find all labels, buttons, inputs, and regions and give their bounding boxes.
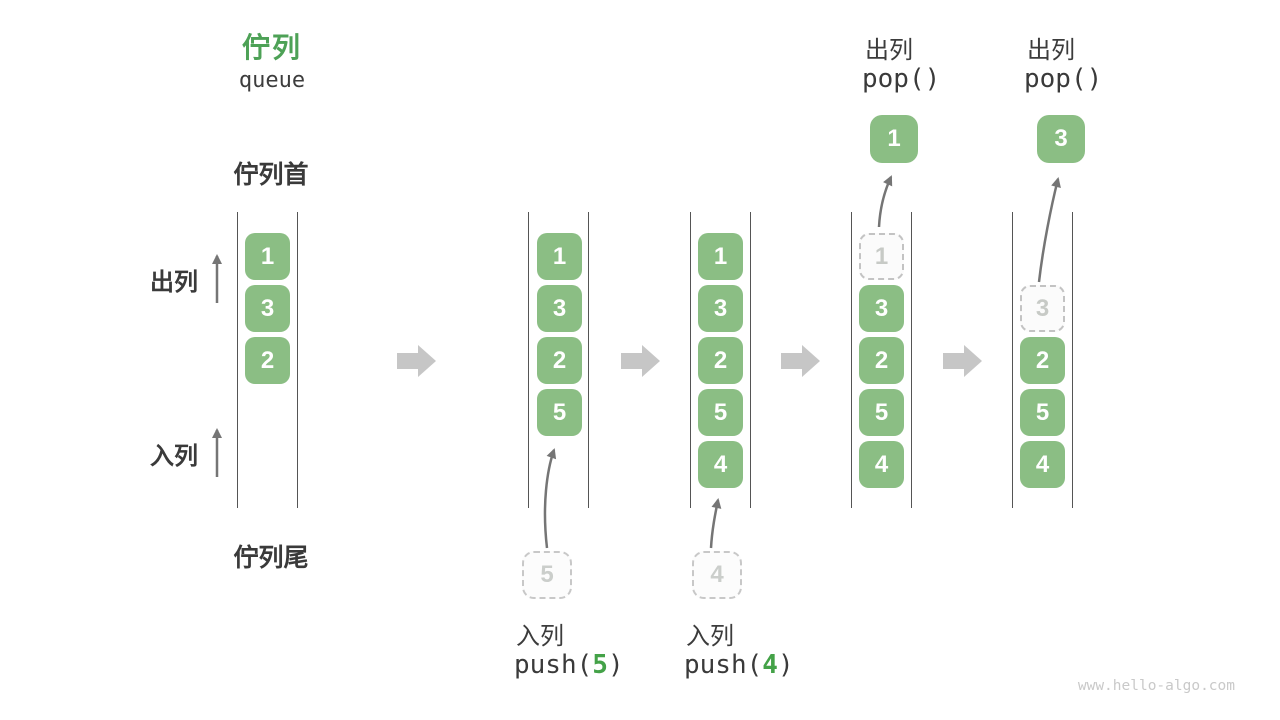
queue-channel-1 [237, 212, 298, 508]
queue-channel-4 [851, 212, 912, 508]
queue-cell: 5 [698, 389, 743, 436]
pushed-value: 4 [762, 650, 778, 680]
queue-cell: 3 [859, 285, 904, 332]
queue-cell: 3 [537, 285, 582, 332]
popped-value-box: 3 [1037, 115, 1085, 163]
queue-cell: 1 [698, 233, 743, 280]
queue-cell: 5 [537, 389, 582, 436]
dequeue-op-label: 出列 [865, 37, 913, 64]
staged-value-box: 4 [692, 551, 742, 599]
enqueue-direction-label: 入列 [150, 443, 198, 470]
queue-cell: 2 [537, 337, 582, 384]
queue-cell: 5 [1020, 389, 1065, 436]
enqueue-op-code: push(5) [514, 650, 624, 680]
dequeue-direction-label: 出列 [150, 269, 198, 296]
queue-cell: 2 [859, 337, 904, 384]
queue-cell: 3 [245, 285, 290, 332]
dequeue-op-code: pop() [1024, 64, 1103, 94]
pushed-value: 5 [592, 650, 608, 680]
enqueue-op-label: 入列 [516, 623, 564, 650]
queue-cell: 2 [245, 337, 290, 384]
watermark: www.hello-algo.com [1077, 678, 1235, 694]
queue-front-label: 佇列首 [233, 161, 309, 189]
enqueue-op-label: 入列 [686, 623, 734, 650]
transition-arrow-icon [621, 345, 660, 377]
diagram-subtitle: queue [238, 68, 306, 93]
queue-cell: 2 [1020, 337, 1065, 384]
queue-rear-label: 佇列尾 [233, 544, 309, 572]
queue-cell: 1 [245, 233, 290, 280]
queue-cell: 1 [537, 233, 582, 280]
queue-cell: 4 [698, 441, 743, 488]
popped-value-box: 1 [870, 115, 918, 163]
queue-cell: 5 [859, 389, 904, 436]
queue-channel-5 [1012, 212, 1073, 508]
queue-channel-2 [528, 212, 589, 508]
staged-value-box: 5 [522, 551, 572, 599]
dequeue-op-label: 出列 [1027, 37, 1075, 64]
diagram-title: 佇列 [241, 32, 302, 63]
queue-cell: 4 [859, 441, 904, 488]
queue-cell-ghost: 3 [1020, 285, 1065, 332]
queue-cell: 2 [698, 337, 743, 384]
transition-arrow-icon [397, 345, 436, 377]
queue-cell: 3 [698, 285, 743, 332]
queue-cell-ghost: 1 [859, 233, 904, 280]
transition-arrow-icon [943, 345, 982, 377]
enqueue-op-code: push(4) [684, 650, 794, 680]
transition-arrow-icon [781, 345, 820, 377]
dequeue-op-code: pop() [862, 64, 941, 94]
queue-cell: 4 [1020, 441, 1065, 488]
queue-channel-3 [690, 212, 751, 508]
